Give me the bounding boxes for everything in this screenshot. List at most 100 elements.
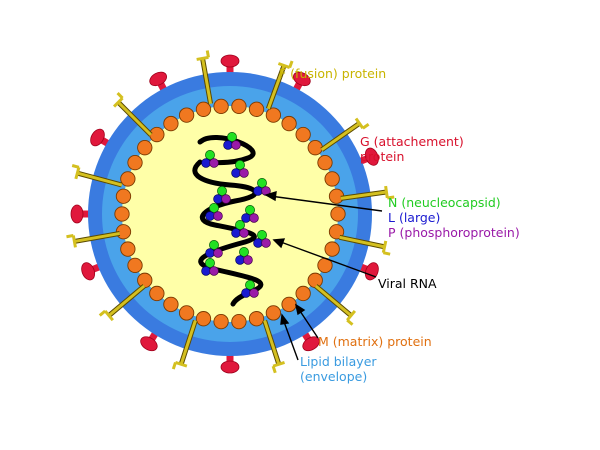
g-protein-cap [90, 128, 105, 147]
f-protein-fork [272, 360, 285, 368]
f-protein-prong [171, 361, 177, 370]
l-protein [231, 168, 241, 178]
f-protein-fork [354, 117, 365, 130]
nlp-cluster [241, 205, 259, 223]
g-protein-cap [149, 71, 168, 87]
f-protein-prong [387, 195, 395, 200]
nlp-cluster [201, 150, 219, 168]
f-protein-stalk [263, 320, 281, 365]
g-protein-cap [70, 204, 84, 224]
matrix-protein [213, 98, 229, 115]
f-protein [320, 117, 370, 152]
matrix-protein [120, 171, 136, 187]
label-l-protein: L (large) [388, 210, 440, 225]
f-protein-prong [116, 92, 124, 100]
p-protein [209, 266, 219, 276]
label-p-protein: P (phosphoroprotein) [388, 225, 520, 240]
viral-rna-helix [192, 135, 264, 307]
f-protein-fork [112, 96, 124, 108]
l-protein [201, 158, 211, 168]
nlp-cluster [231, 220, 249, 238]
p-protein [213, 211, 223, 221]
f-protein [171, 319, 198, 370]
nlp-cluster [223, 132, 241, 150]
nlp-cluster [205, 240, 223, 258]
label-m-protein: M (matrix) protein [318, 334, 432, 349]
matrix-protein [137, 140, 153, 156]
f-protein-prong [71, 164, 80, 169]
l-protein [213, 194, 223, 204]
l-protein [231, 228, 241, 238]
n-protein [245, 280, 255, 290]
f-protein-prong [98, 309, 107, 317]
matrix-protein [295, 126, 311, 143]
f-protein-stalk [201, 58, 213, 104]
label-viral-rna: Viral RNA [378, 276, 437, 291]
nlp-cluster [201, 258, 219, 276]
f-protein-fork [175, 360, 188, 368]
matrix-protein [178, 107, 195, 123]
f-protein-prong [205, 50, 210, 58]
matrix-protein [213, 313, 229, 330]
n-protein [205, 150, 215, 160]
f-protein [340, 185, 395, 201]
nlp-cluster [253, 230, 271, 248]
f-protein-fork [277, 62, 291, 69]
f-protein-stalk [74, 231, 120, 243]
label-lipid-line1: Lipid bilayer [300, 354, 377, 369]
f-protein-prong [66, 234, 74, 239]
nlp-cluster [205, 203, 223, 221]
matrix-protein [248, 101, 265, 117]
matrix-protein [149, 285, 165, 302]
f-protein [112, 92, 153, 137]
f-protein-prong [362, 123, 370, 130]
f-protein-prong [271, 365, 277, 374]
matrix-protein [307, 272, 323, 288]
matrix-protein [281, 115, 297, 132]
n-protein [235, 220, 245, 230]
matrix-protein [115, 188, 132, 204]
nlp-cluster [213, 186, 231, 204]
f-protein-fork [384, 185, 389, 199]
f-protein-prong [382, 251, 391, 256]
f-protein-stalk [340, 190, 387, 200]
matrix-protein [195, 101, 212, 117]
f-protein [314, 284, 357, 326]
f-protein-stalk [320, 122, 361, 151]
p-protein [243, 255, 253, 265]
n-protein [235, 160, 245, 170]
f-protein [196, 50, 214, 105]
p-protein [213, 248, 223, 258]
n-protein [257, 230, 267, 240]
matrix-protein [330, 206, 346, 222]
matrix-protein [231, 313, 247, 330]
f-protein-stalk [314, 284, 352, 317]
f-protein-stalk [117, 101, 152, 136]
n-protein [227, 132, 237, 142]
nlp-cluster [235, 247, 253, 265]
f-protein-stalk [179, 320, 197, 365]
l-protein [241, 288, 251, 298]
matrix-protein [307, 140, 323, 156]
p-protein [209, 158, 219, 168]
l-protein [205, 248, 215, 258]
n-protein [217, 186, 227, 196]
f-protein [339, 234, 391, 256]
matrix-protein [317, 154, 333, 171]
f-protein-fork [346, 309, 357, 322]
nlp-cluster [231, 160, 249, 178]
label-n-protein: N (neucleocapsid) [388, 195, 501, 210]
matrix-protein [295, 285, 311, 302]
g-protein-cap [140, 336, 158, 352]
matrix-protein [149, 126, 165, 143]
matrix-protein [120, 241, 136, 257]
matrix-protein [127, 257, 143, 274]
f-protein [66, 230, 121, 248]
n-protein [239, 247, 249, 257]
n-protein [257, 178, 267, 188]
matrix-protein [114, 206, 130, 222]
f-protein-prong [288, 60, 294, 69]
f-protein-fork [103, 309, 114, 322]
